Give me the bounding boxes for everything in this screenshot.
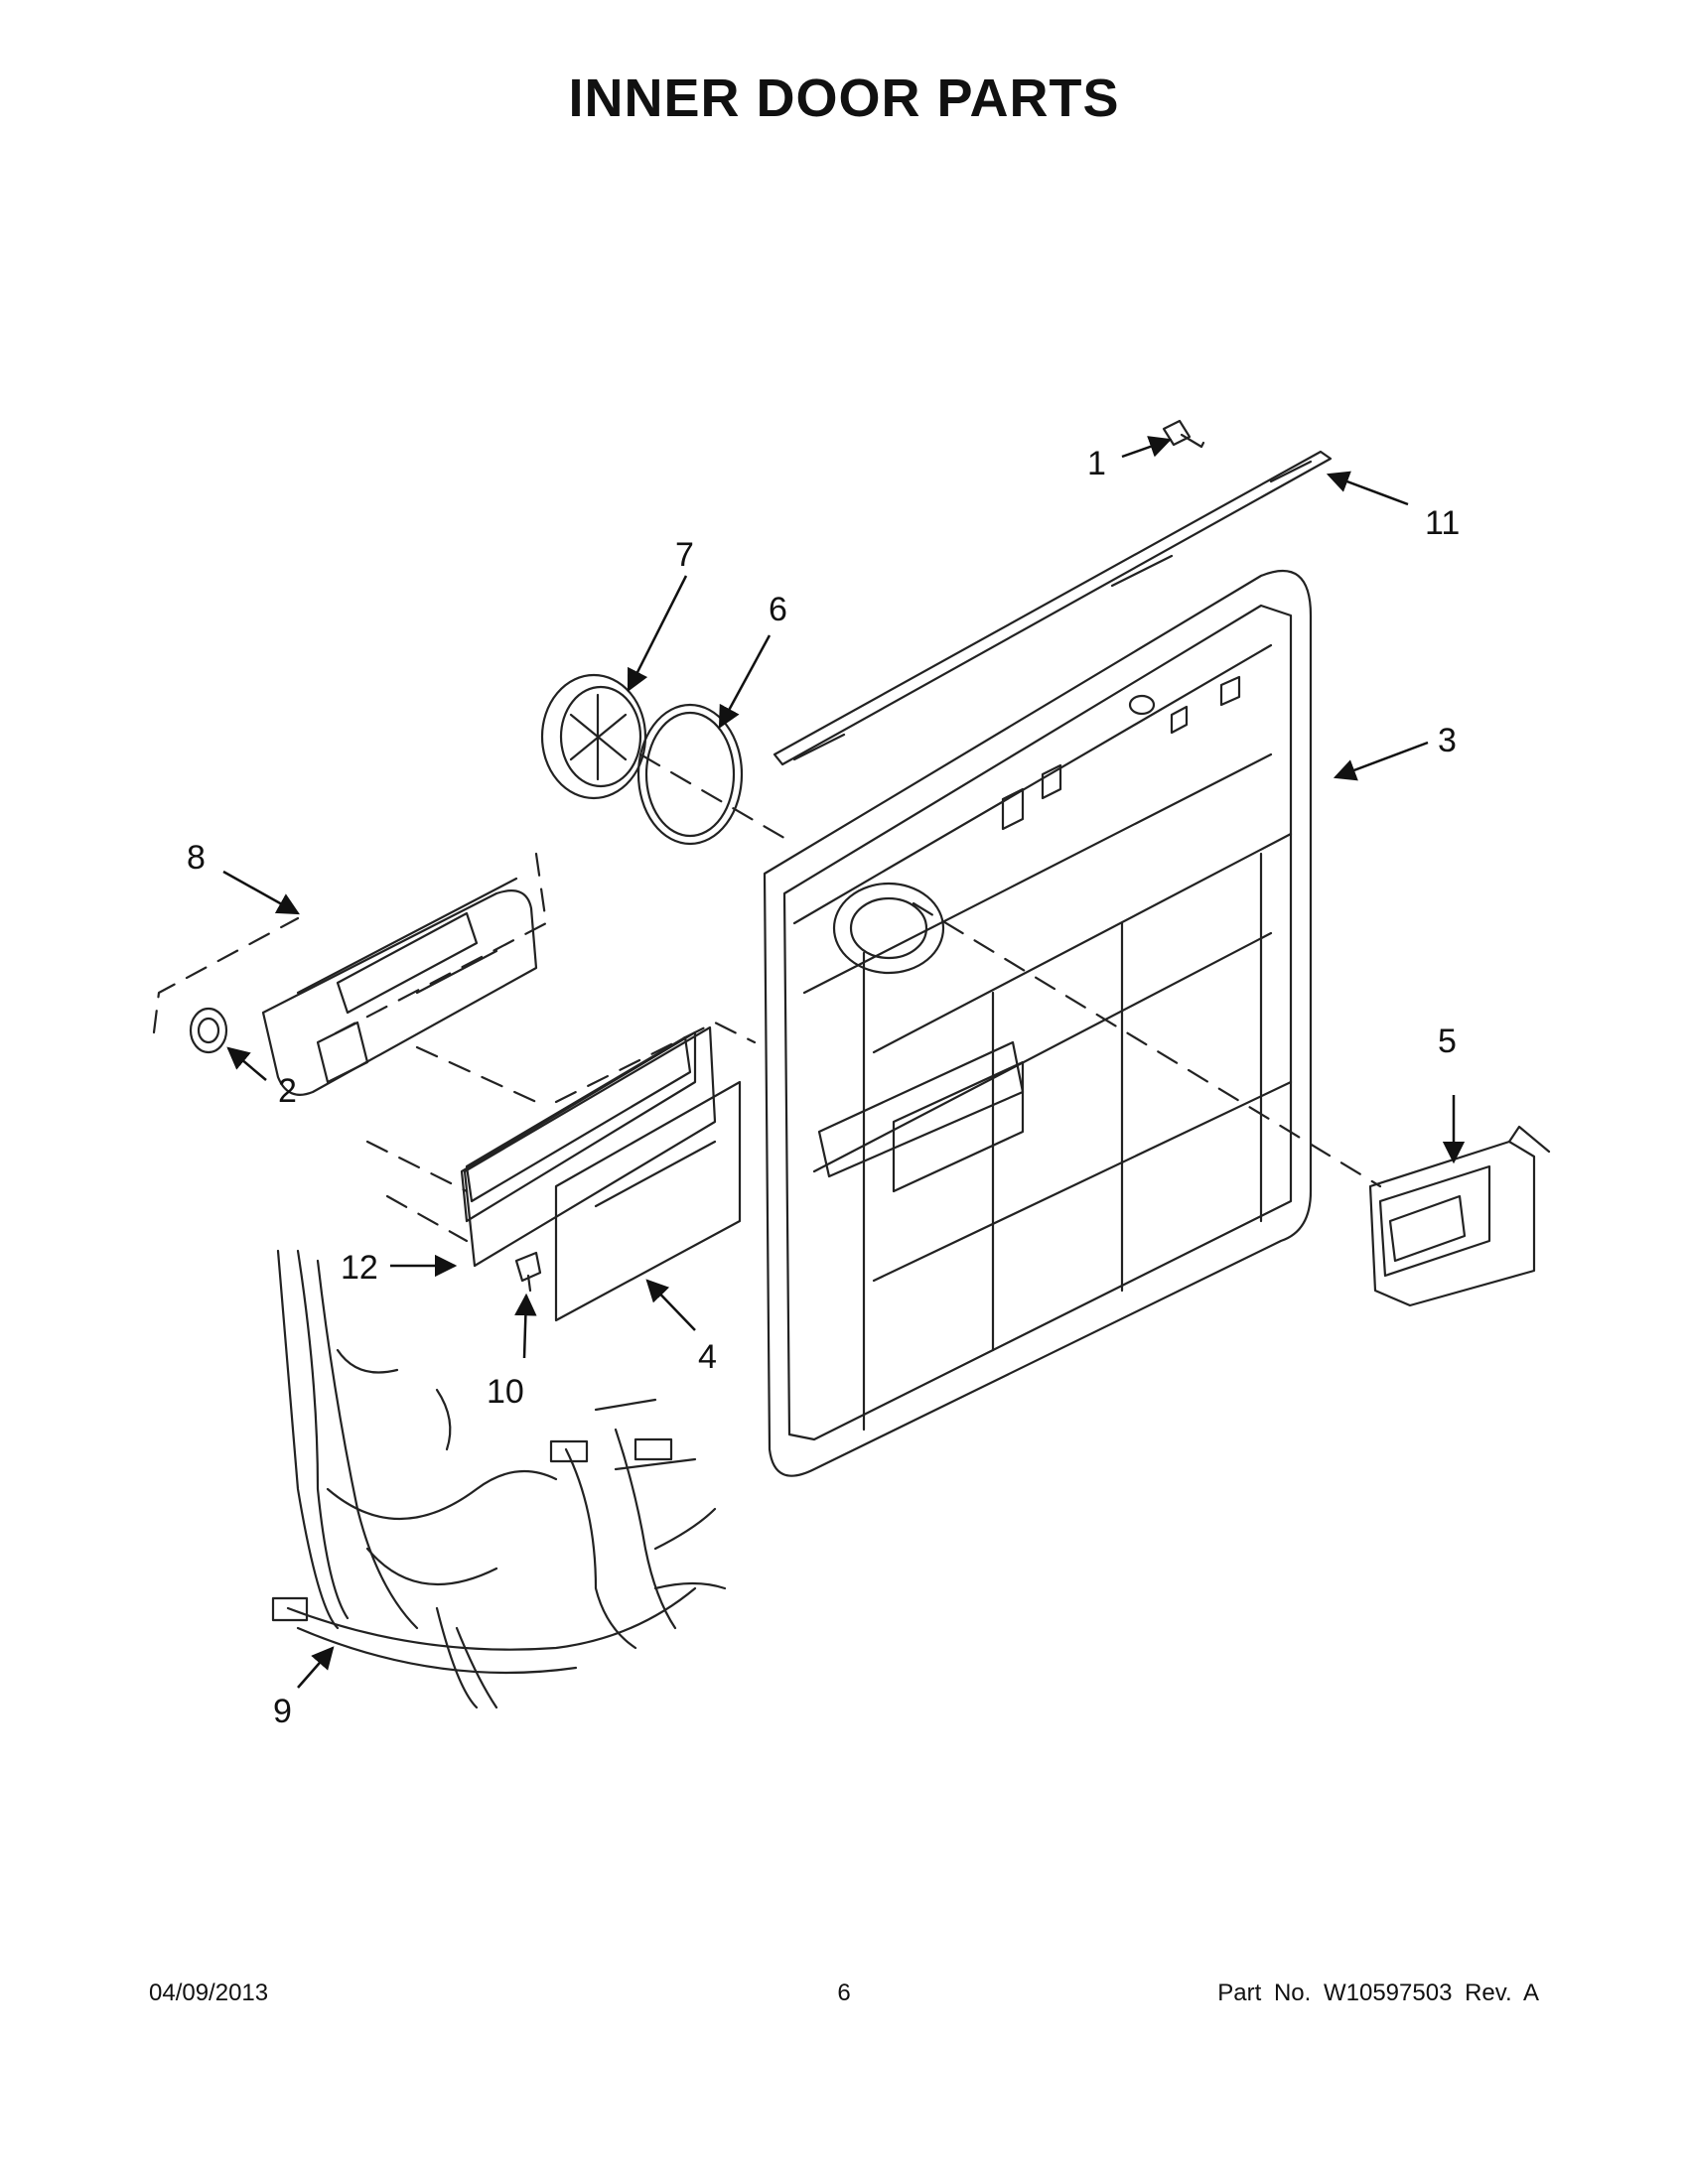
callout-10: 10 — [487, 1373, 524, 1411]
footer-part-number: Part No. W10597503 Rev. A — [1217, 1979, 1539, 2006]
arrow-6 — [718, 634, 772, 729]
footer-page-number: 6 — [837, 1979, 851, 2006]
arrow-4 — [645, 1279, 696, 1331]
arrow-10 — [514, 1293, 537, 1359]
board-gasket — [463, 1025, 717, 1268]
arrow-7 — [627, 575, 688, 693]
screw-part-1 — [1162, 419, 1205, 449]
inner-door-panel — [763, 570, 1313, 1477]
arrow-3 — [1333, 741, 1429, 781]
callout-11: 11 — [1425, 504, 1460, 542]
callout-3: 3 — [1438, 722, 1457, 759]
page-title: INNER DOOR PARTS — [568, 68, 1120, 128]
callout-9: 9 — [273, 1693, 292, 1730]
arrow-9 — [297, 1646, 335, 1689]
callout-arrows — [222, 436, 1466, 1689]
arrow-8 — [222, 870, 300, 915]
arrow-1 — [1121, 436, 1173, 459]
wire-harness — [271, 1249, 727, 1709]
callout-12: 12 — [341, 1249, 378, 1287]
rinse-aid-cap — [189, 1007, 228, 1054]
screw-part-10 — [514, 1251, 542, 1293]
callout-5: 5 — [1438, 1023, 1457, 1060]
arrow-11 — [1326, 471, 1409, 506]
vent-gasket-ring — [636, 703, 744, 846]
callout-1: 1 — [1087, 445, 1106, 482]
callout-6: 6 — [769, 591, 787, 628]
callout-7: 7 — [675, 536, 694, 574]
callout-4: 4 — [698, 1338, 717, 1376]
top-trim-strip — [773, 450, 1333, 766]
arrow-2 — [226, 1046, 267, 1081]
leader-lines — [152, 752, 1382, 1243]
dispenser-bracket — [1368, 1125, 1551, 1307]
callout-2: 2 — [278, 1072, 297, 1110]
callout-8: 8 — [187, 839, 206, 877]
control-board — [460, 1030, 742, 1322]
vent-cover — [540, 673, 647, 800]
dispenser-assembly — [261, 877, 538, 1096]
footer-date: 04/09/2013 — [149, 1979, 269, 2006]
